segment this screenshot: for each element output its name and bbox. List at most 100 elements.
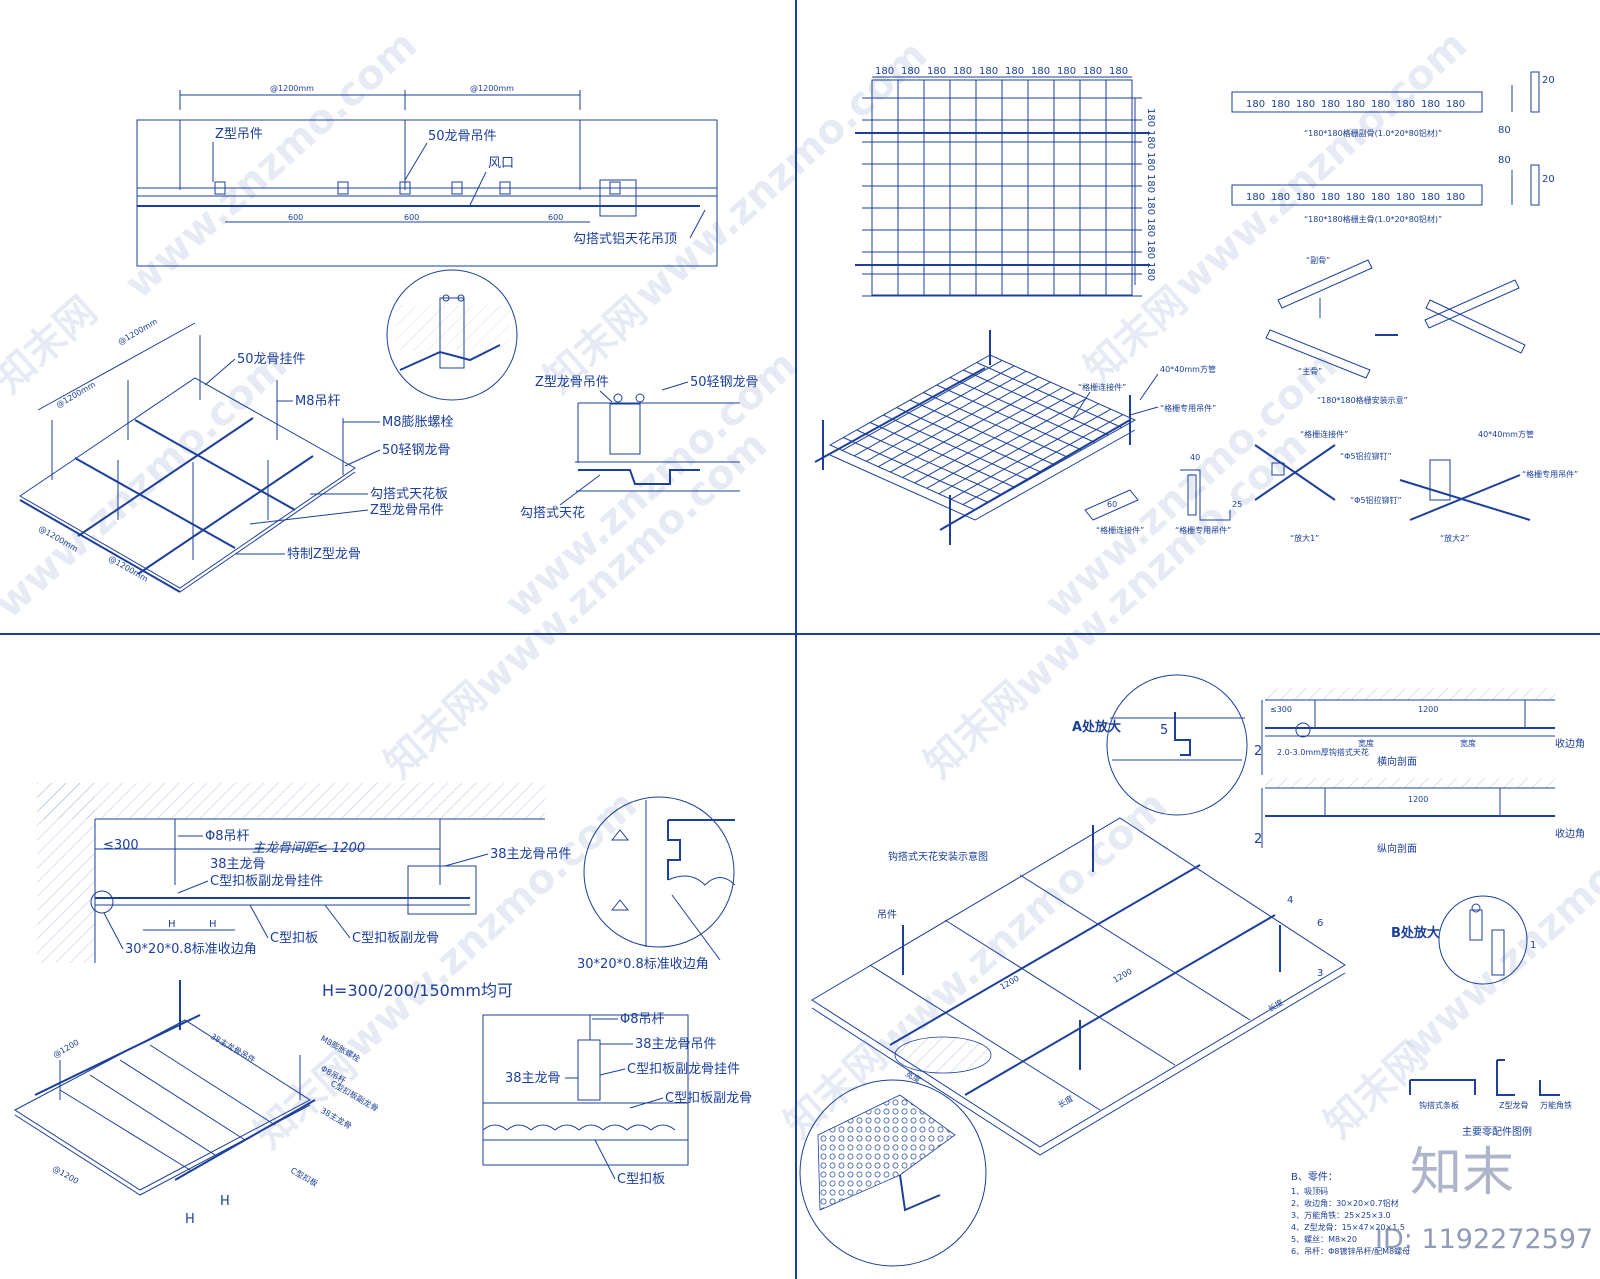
main-keel-dim: 180 [1271, 192, 1290, 203]
iso-grille-bar [949, 377, 1096, 443]
detail-callout-box [599, 179, 637, 217]
label-num-3: 3 [1317, 968, 1323, 979]
sub-keel-dim: 180 [1246, 99, 1265, 110]
iso-dim-1200-a: @1200 [52, 1038, 81, 1060]
grid-dim-side: 180 [1145, 262, 1156, 281]
grille-parts [1084, 469, 1231, 521]
enlarge-1-detail [1254, 444, 1336, 501]
sub-keel-dim: 180 [1321, 99, 1340, 110]
grid-dim-side: 180 [1145, 130, 1156, 149]
sub-keel-dim: 180 [1446, 99, 1465, 110]
watermark-site: www.znzmo.com [466, 422, 776, 708]
iso-label-c-panel: C型扣板 [289, 1165, 320, 1188]
label-rivet-1: “Φ5铝拉铆钉” [1340, 451, 1392, 461]
dim-600-a: 600 [288, 213, 303, 222]
label-long-a: 长度 [1266, 997, 1285, 1014]
sub-keel-dim: 180 [1421, 99, 1440, 110]
dim-60: 60 [1107, 500, 1117, 509]
asset-id: ID: 1192272597 [1375, 1224, 1593, 1255]
watermark-site: www.znzmo.com [626, 32, 936, 318]
label-num-6: 6 [1317, 918, 1323, 929]
label-b-enlarge: B处放大 [1391, 925, 1440, 941]
grid-dim-side: 180 [1145, 196, 1156, 215]
label-enlarge-1: “放大1” [1290, 533, 1319, 543]
label-edge-angle: 30*20*0.8标准收边角 [125, 942, 257, 957]
grille-plan-grid [855, 79, 1150, 297]
iso-grille-bar [923, 392, 1069, 458]
dim-le-300: ≤300 [1270, 705, 1292, 714]
label-h-note: H=300/200/150mm均可 [322, 981, 513, 1000]
enlarge-2-detail [1399, 459, 1531, 521]
grid-dim-side: 180 [1145, 108, 1156, 127]
label-wide-a: 宽度 [1358, 738, 1374, 748]
iso-grille-bar [914, 392, 1075, 484]
dim-20-a: 20 [1542, 75, 1555, 86]
watermark-site: www.znzmo.com [866, 782, 1176, 1068]
label-grid-hanger-2: “格栅专用吊件” [1522, 469, 1578, 479]
long-section [1261, 778, 1555, 848]
iso-grille-bar [950, 408, 1112, 500]
part-z-keel: Z型龙骨 [1499, 1100, 1528, 1110]
grid-dim-top: 180 [1083, 66, 1102, 77]
watermark-site: www.znzmo.com [116, 22, 426, 308]
watermark-brand: 知末网 [246, 1043, 366, 1157]
b-enlarge-circle [1438, 895, 1528, 985]
grille-install-diagram [1265, 259, 1526, 379]
grid-dim-side: 180 [1145, 174, 1156, 193]
parts-legend [1409, 1059, 1560, 1096]
hanger-section-detail [575, 393, 740, 492]
span-dim-b: @1200mm [470, 84, 514, 93]
label-num-2-b: 2 [1254, 832, 1262, 847]
main-keel-dim: 180 [1371, 192, 1390, 203]
sub-keel-dim: 180 [1271, 99, 1290, 110]
label-hook-panel: 勾搭式天花板 [370, 486, 448, 502]
iso-grille-bar [962, 414, 1124, 506]
iso-grille-bar [938, 403, 1099, 495]
main-keel-dim: 180 [1296, 192, 1315, 203]
dim-40: 40 [1190, 453, 1200, 462]
label-keel-pendant-50: 50龙骨挂件 [237, 352, 306, 367]
dim-1200-a: 1200 [1418, 705, 1438, 714]
caption-sub-keel: “180*180格栅副骨(1.0*20*80铝材)” [1304, 128, 1442, 138]
label-grid-hanger: “格栅专用吊件” [1160, 403, 1216, 413]
dim-600-b: 600 [404, 213, 419, 222]
detail-label-main-hanger: 38主龙骨吊件 [635, 1037, 717, 1052]
watermark-brand: 知末网 [916, 673, 1036, 787]
iso-dim-h-2: H [220, 1194, 230, 1209]
label-num-1: 1 [1530, 940, 1536, 951]
c-panel-section-detail [482, 1014, 689, 1166]
label-vent: 风口 [488, 156, 514, 171]
label-install-title: 钩搭式天花安装示意图 [888, 850, 988, 863]
a-enlarge-circle [1106, 674, 1248, 816]
main-keel-dim: 180 [1246, 192, 1265, 203]
iso-label-main-hanger: 38主龙骨吊件 [209, 1031, 257, 1065]
slab-hatch [37, 783, 545, 819]
panel-hook-ceiling: A处放大 5 1200 ≤300 宽度 宽度 2.0-3.0mm厚钩搭式天花 2… [799, 674, 1585, 1267]
dim-600-c: 600 [548, 213, 563, 222]
label-edge-angle-2: 30*20*0.8标准收边角 [577, 957, 709, 972]
span-dim-a: @1200mm [270, 84, 314, 93]
parts-list-item: 3、万能角铁：25×25×3.0 [1291, 1210, 1391, 1220]
hook-ceiling-iso [811, 817, 1346, 1156]
iso-grille-bar [926, 397, 1087, 489]
main-keel-dim: 180 [1321, 192, 1340, 203]
label-main-bone: “主骨” [1298, 366, 1322, 376]
dim-main-spacing: 主龙骨间距≤ 1200 [252, 841, 365, 856]
c-panel-round-detail [583, 796, 736, 948]
label-grid-connector: “格栅连接件” [1078, 382, 1126, 392]
dim-h-2: H [209, 919, 217, 930]
dim-80-a: 80 [1498, 125, 1511, 136]
detail-label-steel-keel-50: 50轻钢龙骨 [690, 375, 759, 390]
label-num-4: 4 [1287, 895, 1293, 906]
dim-le-300: ≤300 [103, 838, 139, 853]
sub-keel-dim: 180 [1396, 99, 1415, 110]
sub-keel-dim: 180 [1371, 99, 1390, 110]
iso-grille-bar [963, 369, 1109, 436]
label-num-5: 5 [1160, 723, 1168, 738]
perforated-panel-detail [799, 1079, 987, 1267]
detail-label-main-38: 38主龙骨 [505, 1071, 561, 1086]
